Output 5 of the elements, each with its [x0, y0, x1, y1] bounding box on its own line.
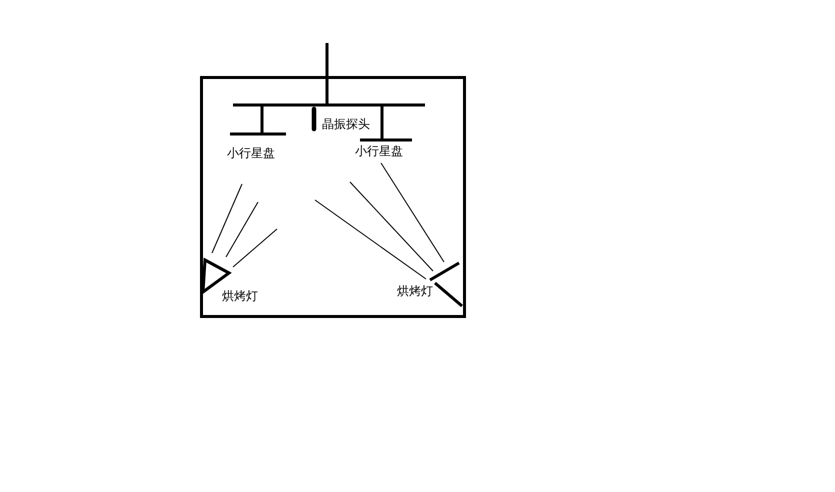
plate-label: 小行星盘	[227, 146, 275, 160]
lamp-label: 烘烤灯	[397, 284, 433, 298]
lamp-label: 烘烤灯	[222, 289, 258, 303]
plate-label: 小行星盘	[355, 144, 403, 158]
probe-label: 晶振探头	[322, 117, 370, 131]
